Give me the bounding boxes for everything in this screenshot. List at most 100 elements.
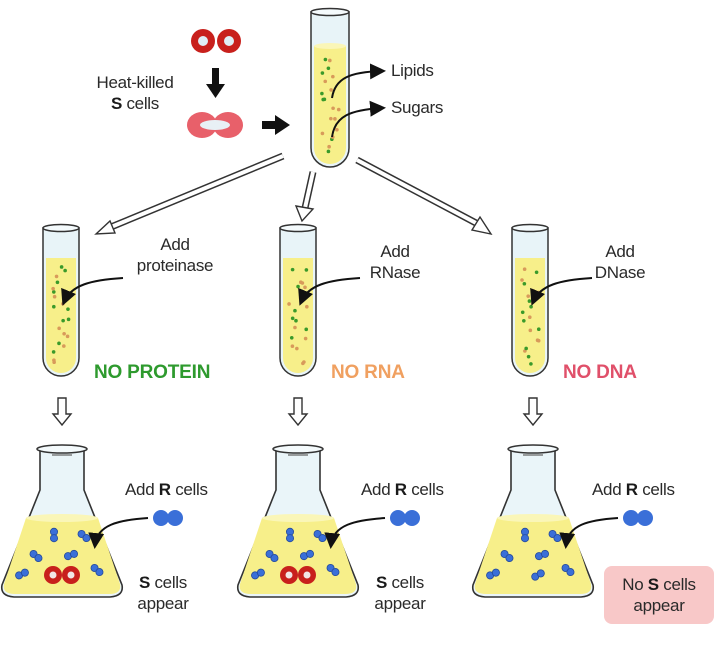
flask [236, 444, 360, 598]
flask [0, 444, 124, 598]
molecule-dot [329, 116, 333, 121]
branch-arrow-right [355, 156, 493, 236]
arrow-shape [51, 397, 73, 427]
r-cell-icon [90, 563, 104, 577]
heat-killed-line1: Heat-killed [96, 73, 174, 92]
molecule-dot [66, 307, 70, 311]
molecule-dot [54, 274, 59, 279]
add-text: Add [605, 242, 635, 261]
sugars-label: Sugars [391, 98, 444, 117]
molecule-dot [57, 341, 61, 346]
r-cell-icon [500, 549, 514, 563]
liquid-surface [26, 514, 98, 522]
s-strain-letter: S [647, 575, 659, 594]
molecule-dot [522, 281, 527, 286]
outcome-label-1: S cells appear [118, 572, 208, 614]
hollow-down-arrow-icon [287, 397, 309, 427]
hollow-down-arrow-icon [51, 397, 73, 427]
r-cell-icon [265, 549, 279, 563]
molecule-dot [293, 308, 297, 313]
molecule-dot [524, 346, 528, 351]
r-cell-icon [299, 549, 315, 561]
r-cell-icon [486, 568, 500, 580]
molecule-dot [52, 304, 56, 309]
result-no-dna: NO DNA [563, 362, 637, 383]
result-no-rna: NO RNA [331, 362, 405, 383]
add-text: Add [160, 235, 190, 254]
r-strain-letter: R [158, 480, 171, 499]
cells-text: cells [658, 575, 696, 594]
molecule-dot [65, 334, 70, 339]
r-cell-icon [29, 549, 43, 563]
s-strain-letter: S [139, 573, 151, 592]
pointer-arrow [324, 517, 386, 549]
top-test-tube [310, 7, 386, 168]
flask-rim [507, 444, 559, 454]
molecule-dot [536, 327, 541, 332]
s-strain-letter: S [111, 94, 123, 113]
molecule-dot [329, 88, 333, 92]
add-r-cell-icon [623, 510, 653, 526]
molecule-dot [55, 280, 60, 285]
molecule-dot [62, 344, 66, 348]
cells-text: cells [122, 94, 159, 113]
molecule-dot [335, 127, 339, 132]
r-cell-icon [534, 549, 550, 561]
r-cell-icon [251, 568, 265, 580]
molecule-dot [300, 281, 305, 285]
molecule-dot [303, 285, 307, 290]
tube-rim [42, 223, 80, 233]
r-strain-letter: R [394, 480, 407, 499]
molecule-dot [320, 71, 325, 75]
s-cell-icon [280, 566, 316, 584]
r-cell-icon [63, 549, 79, 561]
molecule-dot [520, 278, 524, 282]
molecule-dot [57, 326, 61, 331]
add-r-cells-label-2: Add R cells [361, 479, 444, 500]
appear-text: appear [633, 596, 685, 615]
molecule-dot [52, 360, 56, 365]
appear-text: appear [374, 594, 426, 613]
liquid-surface [497, 514, 569, 522]
molecule-dot [529, 304, 533, 309]
molecule-dot [52, 290, 56, 294]
molecule-dot [331, 106, 335, 111]
molecule-dot [522, 267, 527, 272]
pointer-arrow [88, 517, 149, 549]
molecule-dot [527, 299, 532, 303]
test-tube [42, 223, 124, 377]
molecule-dot [326, 66, 331, 71]
molecule-dot [66, 317, 71, 322]
pointer-arrow [298, 277, 361, 306]
down-arrow-icon [206, 68, 225, 98]
add-text: Add [361, 480, 395, 499]
live-s-cell-icon [191, 29, 241, 53]
molecule-dot [322, 97, 327, 102]
appear-text: appear [137, 594, 189, 613]
hollow-down-arrow-icon [522, 397, 544, 427]
molecule-dot [52, 294, 57, 299]
r-cell-icon [15, 568, 29, 580]
molecule-dot [527, 315, 532, 320]
add-r-cell-icon [390, 510, 420, 526]
liquid-surface [262, 514, 334, 522]
add-text: Add [592, 480, 626, 499]
molecule-dot [528, 328, 533, 333]
arrow-shape [522, 397, 544, 427]
molecule-dot [290, 344, 295, 348]
molecule-dot [320, 91, 324, 96]
molecule-dot [531, 288, 535, 293]
flask-rim [36, 444, 88, 454]
add-text: Add [125, 480, 159, 499]
pointer-arrow [559, 517, 619, 549]
r-cell-icon [521, 527, 529, 543]
enzyme-name: proteinase [136, 256, 214, 275]
enzyme-name: RNase [369, 263, 421, 282]
molecule-dot [290, 316, 295, 321]
molecule-dot [522, 318, 526, 323]
r-cell-icon [531, 569, 545, 581]
molecule-dot [328, 58, 332, 63]
enzyme-name: DNase [594, 263, 646, 282]
molecule-dot [534, 270, 539, 275]
